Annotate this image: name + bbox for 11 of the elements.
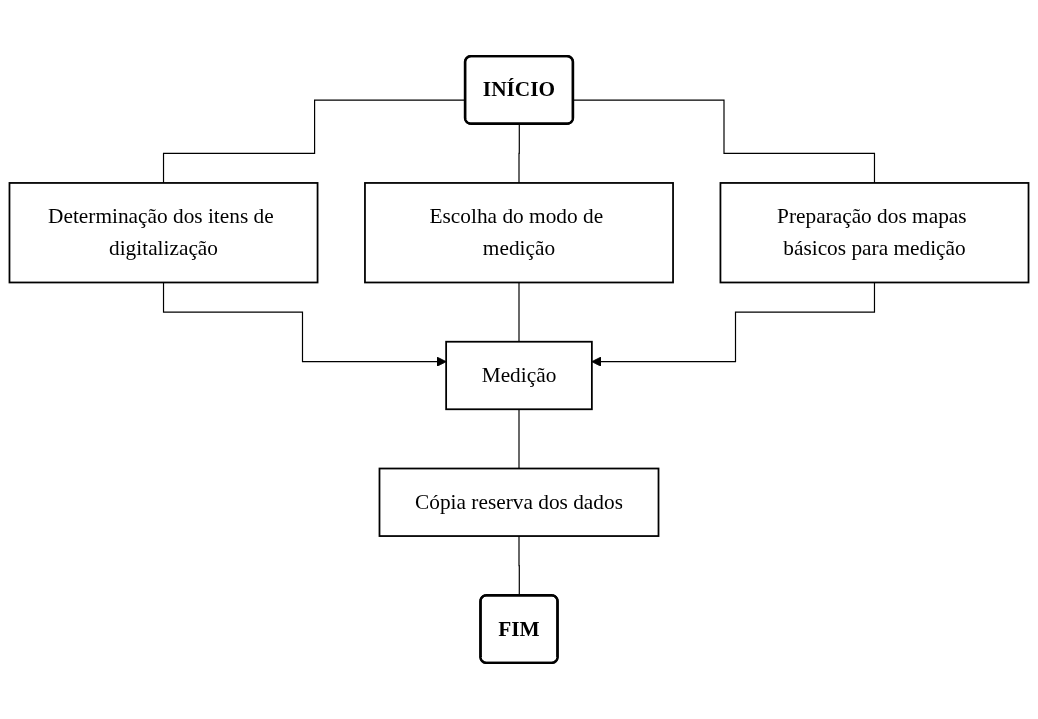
arrow: [162, 281, 447, 367]
connector: [572, 99, 876, 184]
connector: [518, 281, 520, 343]
node-box: Medição: [445, 340, 593, 411]
node-box: Escolha do modo de medição: [364, 182, 674, 284]
node-box: Determinação dos itens de digitalização: [8, 182, 319, 284]
node-box: Cópia reserva dos dados: [378, 467, 660, 537]
connector: [518, 408, 520, 470]
connector: [518, 123, 521, 184]
arrow: [591, 281, 876, 367]
node-box: Preparação dos mapas básicos para medição: [719, 182, 1030, 284]
